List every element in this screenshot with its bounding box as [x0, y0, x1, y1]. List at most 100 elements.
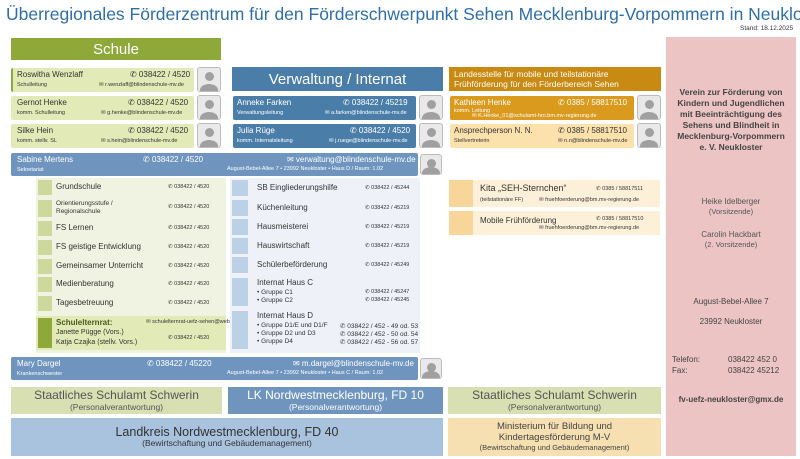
person-card-ruege: Julia Rüge komm. Internatsleitung ✆ 0384… [233, 124, 416, 148]
item-label: Hausmeisterei [257, 222, 309, 231]
schulamt-box-1: Staatliches Schulamt Schwerin (Personalv… [11, 387, 222, 414]
person-phone: ✆ 0385 / 58817510 [558, 98, 627, 107]
person-name: Mary Dargel [17, 359, 61, 368]
person-email[interactable]: ✉ g.henke@blindenschule-mv.de [101, 110, 183, 116]
person-name: Anneke Farken [237, 98, 292, 107]
verein-email[interactable]: fv-uefz-neukloster@gmx.de [678, 395, 784, 404]
item-phone: ✆ 038422 / 45244 [365, 185, 410, 191]
lk-fd10-title: LK Nordwestmecklenburg, FD 10 [247, 387, 424, 402]
ministerium-box: Ministerium für Bildung und Kindertagesf… [448, 418, 661, 456]
person-name: Roswitha Wenzlaff [17, 70, 83, 79]
address: August-Bebel-Allee 7 • 23992 Neukloster … [227, 166, 384, 172]
avatar-icon [420, 358, 442, 379]
tel-value: 038422 452 0 [728, 355, 777, 364]
verein-title: Verein zur Förderung von Kindern und Jug… [677, 87, 785, 153]
item-label: Medienberatung [56, 279, 114, 288]
krankenschwester-card: Mary Dargel Krankenschwester ✆ 038422 / … [11, 357, 418, 380]
elternrat-email[interactable]: ✉ schulelternrat-uefz-sehen@web.de [146, 319, 238, 325]
person-phone: ✆ 038422 / 4520 [128, 126, 189, 135]
verein-person-role: (2. Vorsitzende) [704, 240, 758, 249]
item-label: Grundschule [56, 182, 102, 191]
kita-email[interactable]: ✉ fruehfoerderung@bm.mv-regierung.de [539, 197, 640, 203]
page-title: Überregionales Förderzentrum für den För… [6, 4, 800, 24]
avatar-icon [197, 67, 221, 92]
person-name: Ansprechperson N. N. [454, 126, 533, 135]
schulamt-title: Staatliches Schulamt Schwerin [34, 387, 199, 402]
internat-haus-c: Internat Haus C • Gruppe C1 • Gruppe C2 … [230, 277, 418, 307]
person-email[interactable]: ✉ r.wenzlaff@blindenschule-mv.de [99, 82, 184, 88]
schulamt-sub: (Personalverantwortung) [507, 401, 602, 412]
elternrat-member: Janette Pügge (Vors.) [56, 329, 124, 336]
lk-fd40-title: Landkreis Nordwestmecklenburg, FD 40 [115, 424, 339, 439]
lk-fd40-box: Landkreis Nordwestmecklenburg, FD 40 (Be… [11, 418, 443, 456]
schule-header: Schule [11, 38, 221, 60]
item-phone: ✆ 038422 / 45219 [365, 243, 410, 249]
verein-person: Heike Idelberger [701, 197, 761, 206]
person-role: Sekretariat [17, 167, 44, 173]
kita-seh-sternchen: Kita „SEH-Sternchen“ (teilstationäre FF)… [449, 180, 660, 207]
schule-item: FS Lernen ✆ 038422 / 4520 [36, 220, 224, 237]
avatar-icon [420, 154, 442, 175]
kita-phone: ✆ 0385 / 58817511 [596, 186, 644, 192]
item-label: Schülerbeförderung [257, 260, 328, 269]
avatar-icon [637, 95, 661, 120]
person-role: komm. Leitung [454, 108, 491, 114]
person-phone: ✆ 0385 / 58817510 [558, 126, 627, 135]
verwaltung-header: Verwaltung / Internat [232, 67, 443, 91]
person-card-nn: Ansprechperson N. N. Stellvertreterin ✆ … [450, 124, 634, 148]
item-label: FS geistige Entwicklung [56, 242, 141, 251]
person-email[interactable]: ✉ a.farken@blindenschule-mv.de [325, 110, 407, 116]
sekretariat-card: Sabine Mertens Sekretariat ✆ 038422 / 45… [11, 153, 418, 176]
avatar-icon [197, 123, 221, 148]
gruppe-phone: ✆ 038422 / 45247 [365, 289, 410, 295]
person-name: Julia Rüge [237, 126, 275, 135]
item-label: Küchenleitung [257, 203, 308, 212]
person-email[interactable]: ✉ n.n@blindenschule-mv.de [558, 138, 628, 144]
person-role: Stellvertreterin [454, 138, 490, 144]
schulamt-title: Staatliches Schulamt Schwerin [472, 387, 637, 402]
mobile-fruehfoerderung: Mobile Frühförderung ✆ 0385 / 58817510 ✉… [449, 211, 660, 235]
gruppe: • Gruppe D1/E und D1/F [257, 322, 328, 329]
schulamt-box-2: Staatliches Schulamt Schwerin (Personalv… [448, 387, 661, 414]
person-email[interactable]: ✉ j.ruege@blindenschule-mv.de [329, 138, 408, 144]
schulelternrat-box: Schulelternrat: ✉ schulelternrat-uefz-se… [36, 316, 238, 350]
verein-person-role: (Vorsitzende) [708, 207, 754, 216]
person-email[interactable]: ✉ verwaltung@blindenschule-mv.de [287, 155, 416, 164]
person-role: Schulleitung [17, 82, 47, 88]
elternrat-title: Schulelternrat: [56, 318, 113, 327]
avatar-icon [197, 95, 221, 120]
verwaltung-item: Hausmeisterei ✆ 038422 / 45219 [230, 219, 418, 236]
lk-fd10-sub: (Personalverantwortung) [288, 401, 383, 412]
verein-city: 23992 Neukloster [699, 317, 763, 326]
person-phone: ✆ 038422 / 4520 [350, 126, 411, 135]
schulamt-sub: (Personalverantwortung) [69, 401, 164, 412]
person-name: Silke Hein [17, 126, 54, 135]
ministerium-sub: (Bewirtschaftung und Gebäudemanagement) [479, 442, 630, 452]
gruppe-phone: ✆ 038422 / 452 - 56 od. 57 [340, 339, 419, 346]
verwaltung-column-bg [230, 178, 420, 353]
person-card-farken: Anneke Farken Verwaltungsleitung ✆ 03842… [233, 96, 416, 120]
avatar-icon [637, 123, 661, 148]
person-email[interactable]: ✉ K.Henke_01@schulamt-hro.bm.mv-regierun… [472, 113, 597, 119]
gruppe: • Gruppe C1 [257, 289, 293, 296]
gruppe-phone: ✆ 038422 / 452 - 49 od. 53 [340, 323, 419, 330]
elternrat-member: Katja Czajka (stellv. Vors.) [56, 339, 138, 346]
mobile-title: Mobile Frühförderung [480, 216, 557, 225]
person-name: Kathleen Henke [454, 98, 511, 107]
mobile-email[interactable]: ✉ fruehfoerderung@bm.mv-regierung.de [539, 225, 640, 231]
verwaltung-item: Küchenleitung ✆ 038422 / 45219 [230, 200, 418, 217]
verein-person: Carolin Hackbart [701, 230, 761, 239]
item-phone: ✆ 038422 / 4520 [168, 244, 210, 250]
person-email[interactable]: ✉ s.hein@blindenschule-mv.de [101, 138, 178, 144]
person-phone: ✆ 038422 / 4520 [130, 70, 191, 79]
schule-item: Orientierungsstufe / Regionalschule ✆ 03… [36, 198, 224, 218]
lk-fd40-sub: (Bewirtschaftung und Gebäudemanagement) [142, 438, 312, 449]
tel-label: Telefon: [672, 355, 701, 364]
verwaltung-item: Schülerbeförderung ✆ 038422 / 45249 [230, 257, 418, 274]
person-role: Verwaltungsleitung [237, 110, 284, 116]
kita-title: Kita „SEH-Sternchen“ [480, 183, 567, 193]
person-name: Gernot Henke [17, 98, 67, 107]
person-email[interactable]: ✉ m.dargel@blindenschule-mv.de [293, 359, 414, 368]
person-phone: ✆ 038422 / 45220 [147, 359, 212, 368]
item-phone: ✆ 038422 / 4520 [168, 281, 210, 287]
